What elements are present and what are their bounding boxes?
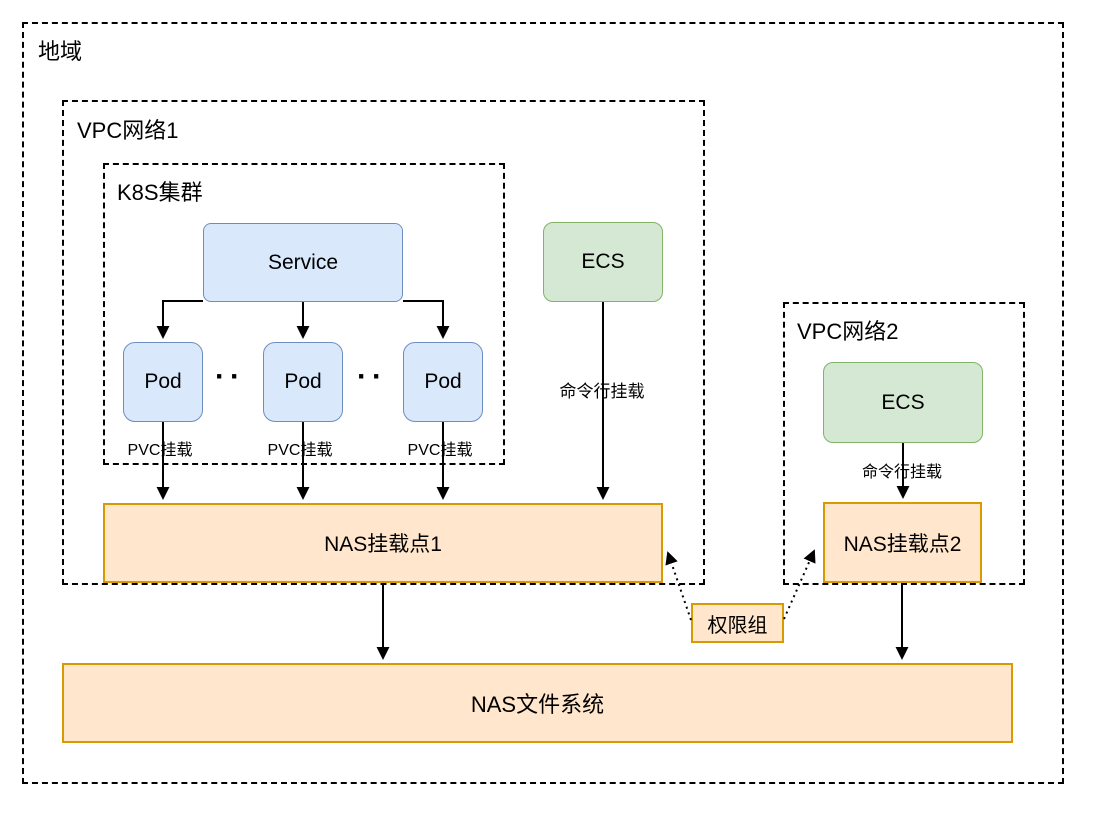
vpc1-label: VPC网络1 <box>77 118 179 143</box>
pods-ellipsis-right: ·· <box>357 360 387 393</box>
cli-mount-label-vpc1: 命令行挂载 <box>559 382 645 401</box>
ecs-node-vpc1: ECS <box>543 222 663 302</box>
pods-ellipsis-left: ·· <box>215 360 245 393</box>
pod-node-1: Pod <box>123 342 203 422</box>
k8s-cluster-boundary <box>103 163 505 465</box>
pvc-mount-label-3: PVC挂载 <box>407 442 473 459</box>
pvc-mount-label-1: PVC挂载 <box>127 442 193 459</box>
nas-filesystem-node: NAS文件系统 <box>62 663 1013 743</box>
ecs-node-vpc2: ECS <box>823 362 983 443</box>
pod-node-3: Pod <box>403 342 483 422</box>
k8s-cluster-label: K8S集群 <box>117 180 203 205</box>
nas-mount-point-1: NAS挂载点1 <box>103 503 663 583</box>
vpc2-boundary <box>783 302 1025 585</box>
permission-group-node: 权限组 <box>691 603 784 643</box>
pvc-mount-label-2: PVC挂载 <box>267 442 333 459</box>
nas-mount-point-2: NAS挂载点2 <box>823 502 982 583</box>
region-label: 地域 <box>38 39 83 64</box>
region-boundary <box>22 22 1064 784</box>
vpc2-label: VPC网络2 <box>797 319 899 344</box>
pod-node-2: Pod <box>263 342 343 422</box>
service-node: Service <box>203 223 403 302</box>
cli-mount-label-vpc2: 命令行挂载 <box>861 464 943 481</box>
